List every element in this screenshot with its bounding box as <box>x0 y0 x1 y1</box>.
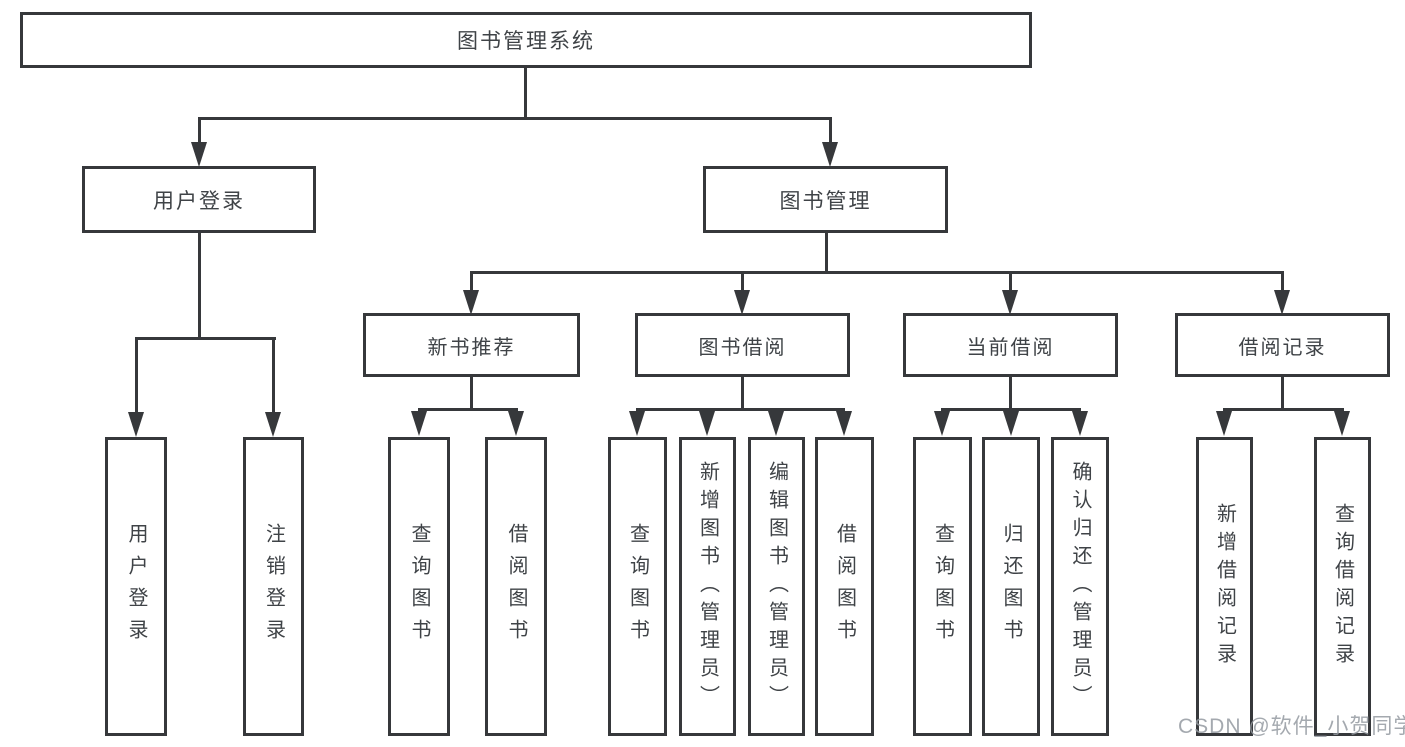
arrowhead-down-icon <box>836 411 852 436</box>
connector-line <box>135 337 138 413</box>
connector-line <box>198 117 201 145</box>
node-label: 用户登录 <box>153 189 245 213</box>
node-label: 查询图书 <box>626 522 649 651</box>
connector-line <box>135 337 276 340</box>
connector-line <box>470 377 473 411</box>
connector-line <box>829 117 832 145</box>
arrowhead-down-icon <box>1072 411 1088 436</box>
leaf-add-book-admin: 新增图书（管理员） <box>679 437 736 736</box>
node-label: 注销登录 <box>262 522 285 651</box>
node-label: 查询图书 <box>408 522 430 651</box>
node-label: 查询图书 <box>931 522 954 651</box>
arrowhead-down-icon <box>768 411 784 436</box>
node-label: 编辑图书（管理员） <box>765 460 788 713</box>
leaf-query-books-current: 查询图书 <box>913 437 972 736</box>
node-label: 图书管理系统 <box>457 30 595 53</box>
connector-line <box>272 337 275 413</box>
node-borrowing-records: 借阅记录 <box>1175 313 1390 377</box>
leaf-edit-book-admin: 编辑图书（管理员） <box>748 437 805 736</box>
connector-line <box>741 377 744 411</box>
connector-line <box>941 408 1081 411</box>
arrowhead-down-icon <box>463 290 479 315</box>
node-label: 归还图书 <box>1000 522 1022 651</box>
csdn-watermark: CSDN @软件_小贺同学 <box>1178 715 1405 738</box>
node-new-book-recommend: 新书推荐 <box>363 313 580 377</box>
connector-line <box>741 271 744 293</box>
node-label: 图书借阅 <box>698 336 787 359</box>
node-label: 新书推荐 <box>427 336 516 359</box>
node-label: 借阅图书 <box>833 522 856 651</box>
connector-line <box>470 271 473 293</box>
connector-line <box>636 408 845 411</box>
arrowhead-down-icon <box>1216 411 1232 436</box>
arrowhead-down-icon <box>1002 290 1018 315</box>
arrowhead-down-icon <box>822 142 838 167</box>
connector-line <box>1009 271 1012 293</box>
connector-line <box>1281 271 1284 293</box>
arrowhead-down-icon <box>191 142 207 167</box>
leaf-query-books-recommend: 查询图书 <box>388 437 450 736</box>
leaf-user-login: 用户登录 <box>105 437 167 736</box>
node-label: 借阅图书 <box>505 522 527 651</box>
node-current-borrowing: 当前借阅 <box>903 313 1118 377</box>
connector-line <box>524 68 527 120</box>
arrowhead-down-icon <box>411 411 427 436</box>
leaf-query-books-borrowing: 查询图书 <box>608 437 667 736</box>
node-label: 图书管理 <box>779 189 872 213</box>
arrowhead-down-icon <box>629 411 645 436</box>
node-label: 查询借阅记录 <box>1331 502 1354 671</box>
node-label: 用户登录 <box>125 522 147 651</box>
node-label: 新增图书（管理员） <box>696 460 719 713</box>
arrowhead-down-icon <box>265 412 281 437</box>
node-label: 新增借阅记录 <box>1213 502 1236 671</box>
leaf-query-borrow-record: 查询借阅记录 <box>1314 437 1371 736</box>
leaf-borrow-books: 借阅图书 <box>815 437 874 736</box>
arrowhead-down-icon <box>128 412 144 437</box>
connector-line <box>198 117 832 120</box>
arrowhead-down-icon <box>508 411 524 436</box>
arrowhead-down-icon <box>1274 290 1290 315</box>
arrowhead-down-icon <box>1003 411 1019 436</box>
leaf-return-books: 归还图书 <box>982 437 1040 736</box>
node-label: 借阅记录 <box>1238 336 1327 359</box>
leaf-confirm-return-admin: 确认归还（管理员） <box>1051 437 1109 736</box>
arrowhead-down-icon <box>734 290 750 315</box>
connector-line <box>198 233 201 340</box>
connector-line <box>470 271 1284 274</box>
connector-line <box>1009 377 1012 411</box>
node-book-management: 图书管理 <box>703 166 948 233</box>
node-label: 当前借阅 <box>966 336 1055 359</box>
arrowhead-down-icon <box>934 411 950 436</box>
leaf-add-borrow-record: 新增借阅记录 <box>1196 437 1253 736</box>
leaf-logout: 注销登录 <box>243 437 304 736</box>
connector-line <box>1281 377 1284 411</box>
connector-line <box>1223 408 1344 411</box>
connector-line <box>418 408 518 411</box>
node-label: 确认归还（管理员） <box>1069 460 1091 713</box>
leaf-borrow-books-recommend: 借阅图书 <box>485 437 547 736</box>
arrowhead-down-icon <box>699 411 715 436</box>
connector-line <box>825 233 828 274</box>
arrowhead-down-icon <box>1334 411 1350 436</box>
node-user-login: 用户登录 <box>82 166 316 233</box>
node-book-borrowing: 图书借阅 <box>635 313 850 377</box>
node-library-management-system: 图书管理系统 <box>20 12 1032 68</box>
